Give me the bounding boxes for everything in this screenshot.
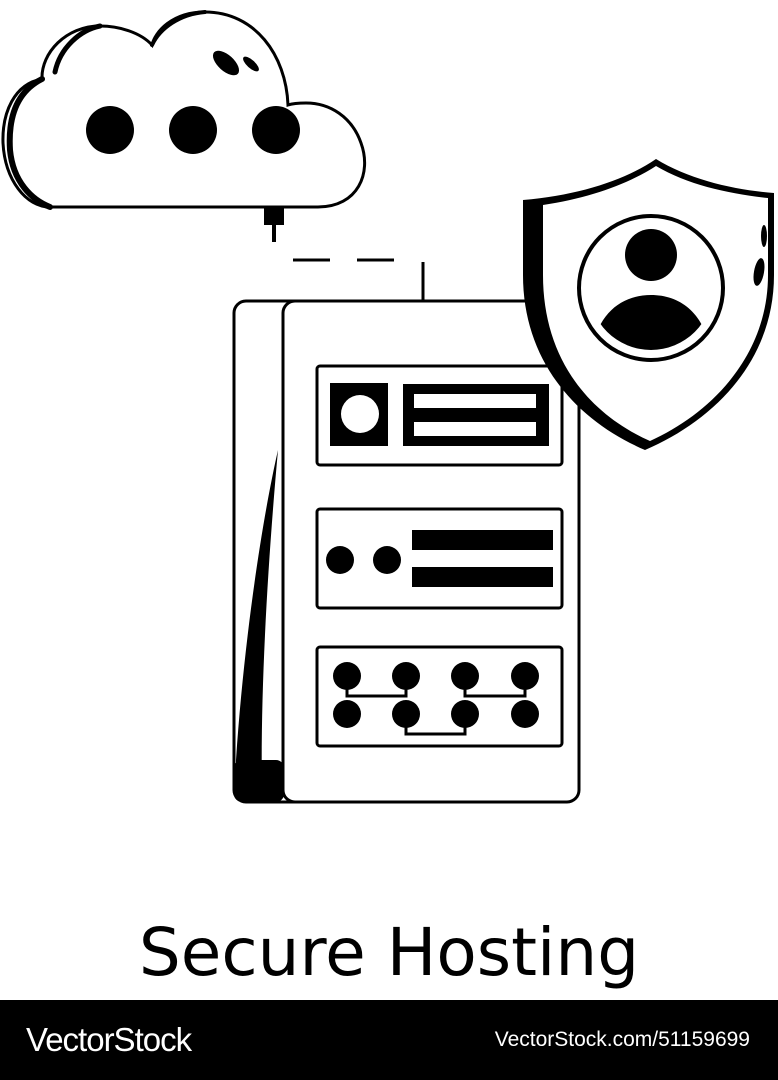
caption: Secure Hosting: [0, 905, 778, 1000]
secure-hosting-illustration: [1, 10, 774, 804]
caption-title: Secure Hosting: [138, 914, 640, 991]
server-slot-1: [315, 364, 564, 467]
server-slot-3: [315, 645, 564, 748]
server-slot-2: [315, 507, 564, 610]
cloud-icon: [1, 10, 367, 242]
network-connector: [293, 258, 425, 302]
stock-id: VectorStock.com/51159699: [494, 1028, 750, 1051]
server-rack-icon: [232, 299, 581, 804]
shield-user-icon: [523, 159, 774, 450]
brand-logo: VectorStock: [26, 1021, 192, 1058]
footer-bar: VectorStock VectorStock.com/51159699: [0, 1000, 778, 1080]
